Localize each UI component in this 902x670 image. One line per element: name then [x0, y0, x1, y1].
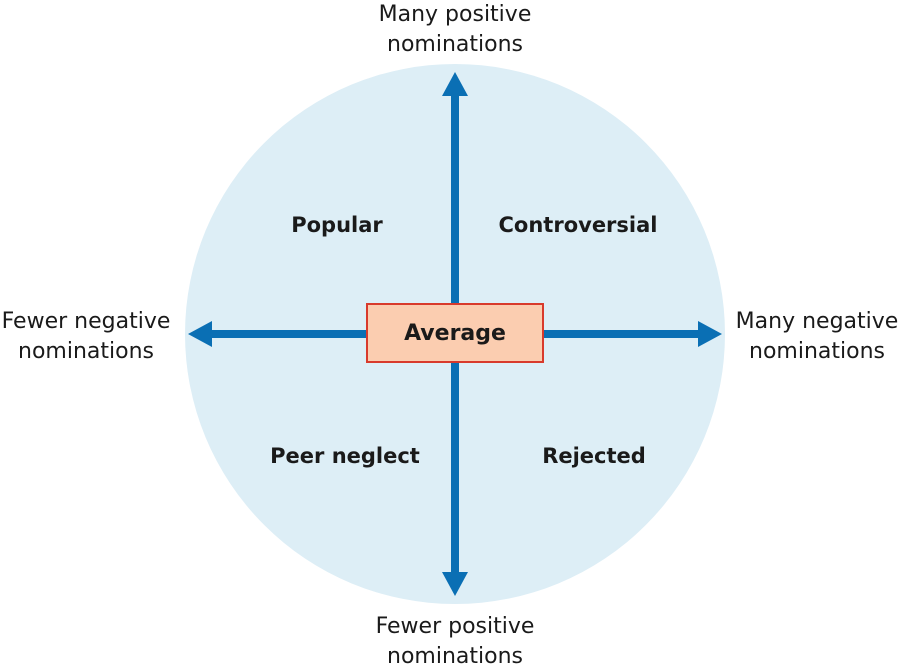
axis-label-right-line2: nominations: [749, 339, 885, 364]
quadrant-rejected: Rejected: [542, 444, 646, 468]
arrow-right-icon: [698, 321, 722, 347]
quadrant-popular: Popular: [291, 213, 383, 237]
axis-label-top-line1: Many positive: [378, 2, 532, 27]
center-average-label: Average: [404, 320, 506, 346]
axis-label-bottom-line1: Fewer positive: [375, 614, 535, 639]
axis-label-bottom: Fewer positive nominations: [305, 612, 605, 670]
quadrant-controversial: Controversial: [498, 213, 658, 237]
axis-label-left-line2: nominations: [18, 339, 154, 364]
axis-label-top-line2: nominations: [387, 32, 523, 57]
axis-label-left: Fewer negative nominations: [0, 307, 172, 367]
arrow-up-icon: [442, 72, 468, 96]
axis-label-bottom-line2: nominations: [387, 644, 523, 669]
axis-label-top: Many positive nominations: [305, 0, 605, 60]
arrow-left-icon: [188, 321, 212, 347]
center-average-box: Average: [366, 303, 544, 363]
axis-label-left-line1: Fewer negative: [1, 309, 171, 334]
arrow-down-icon: [442, 572, 468, 596]
quadrant-peer-neglect: Peer neglect: [270, 444, 420, 468]
axis-label-right-line1: Many negative: [735, 309, 899, 334]
axis-label-right: Many negative nominations: [732, 307, 902, 367]
